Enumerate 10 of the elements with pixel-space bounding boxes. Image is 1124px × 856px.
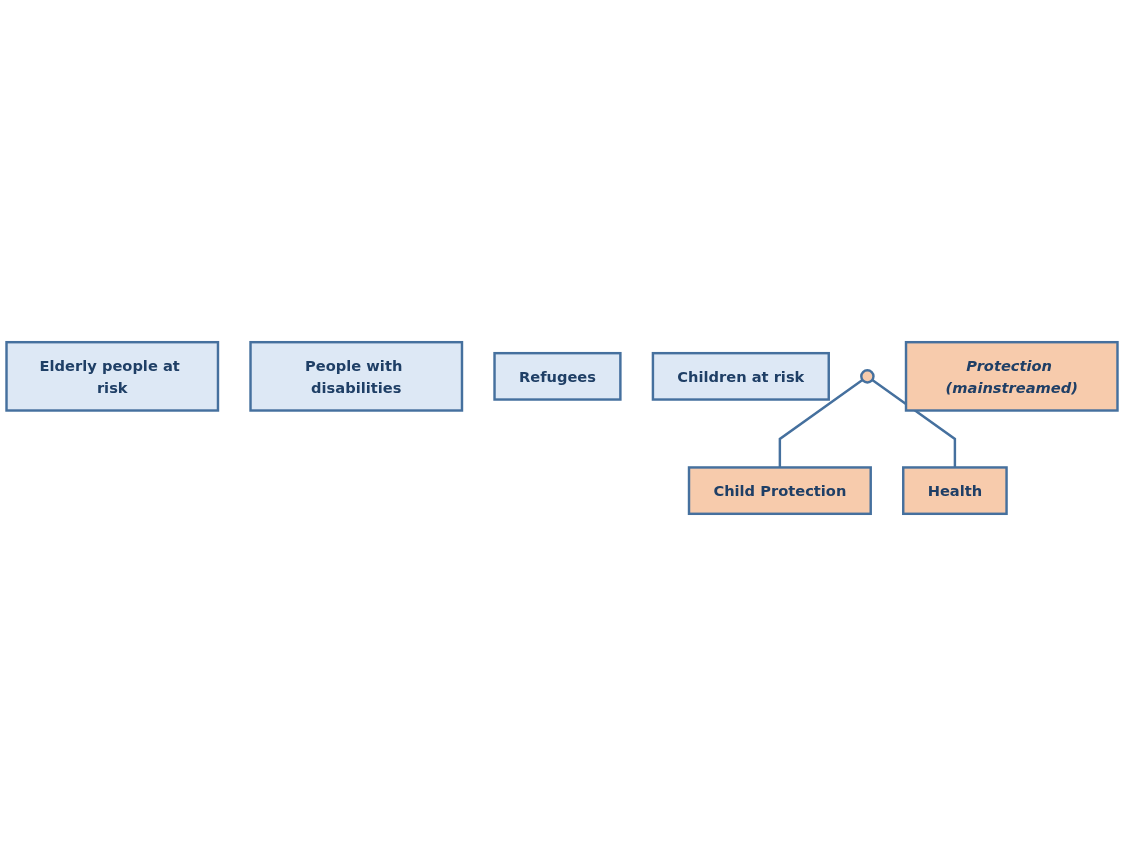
node-box: Child Protection [687,466,872,516]
node-box: Refugees [493,351,622,401]
node-circle [860,369,875,384]
connector [871,378,957,468]
node-box: People with disabilities [249,340,464,412]
node-box: Elderly people at risk [5,340,220,412]
node-box: Protection (mainstreamed) [904,340,1119,412]
node-box: Health [902,466,1008,516]
node-box: Children at risk [651,351,830,401]
connector [778,378,864,468]
